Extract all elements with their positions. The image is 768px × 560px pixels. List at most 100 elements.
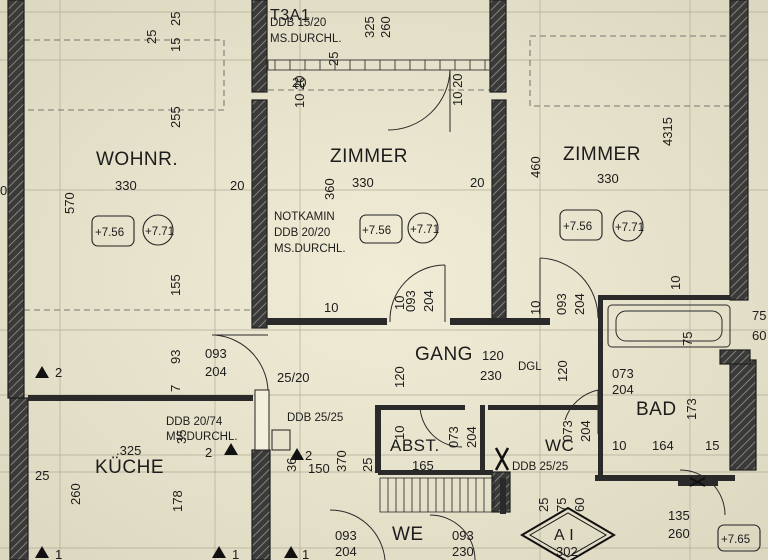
dim-h570: 570	[62, 192, 77, 214]
chimney-top-line1: DDB 15/20	[270, 17, 326, 29]
dim-bad-173: 173	[684, 398, 699, 420]
dim-2b: 2	[205, 445, 212, 460]
dim-top25: 25	[168, 12, 183, 26]
chimney-kitchen-line1: DDB 20/74	[166, 416, 223, 428]
dim-t7: 7	[168, 385, 183, 392]
ai-diamond	[520, 506, 616, 560]
dim-10c2: 10	[668, 276, 683, 290]
dim-door-093-c: 093	[554, 293, 569, 315]
dim-1a: 1	[55, 547, 62, 560]
dim-h155: 155	[168, 274, 183, 296]
dim-bad-164: 164	[652, 438, 674, 453]
chimney-boxes	[254, 389, 706, 487]
room-label-kueche: KÜCHE	[95, 457, 164, 478]
dim-b25: 25	[360, 458, 375, 472]
dim-1b: 1	[232, 547, 239, 560]
dim-gang-120b: 120	[392, 366, 407, 388]
chimney-labels: DDB 15/20 MS.DURCHL. NOTKAMIN DDB 20/20 …	[166, 17, 568, 473]
dim-we-093: 093	[335, 528, 357, 543]
dim-door-204-a: 204	[205, 364, 227, 379]
room-label-wohnr: WOHNR.	[96, 149, 178, 170]
room-label-t3a: T3A1	[270, 7, 310, 24]
dim-gang-120c: 120	[555, 360, 570, 382]
level-zimmer2-b: +7.71	[615, 222, 644, 234]
dim-25-20: 25/20	[277, 370, 310, 385]
dim-zimmer1-width: 330	[352, 175, 374, 190]
dim-wall20-a: 20	[230, 178, 244, 193]
dim-bad-204: 204	[612, 382, 634, 397]
vertical-dimensions: 570 255 155 93 25 15 325 260 25 10 20 10…	[62, 12, 766, 512]
dim-bad-60: 60	[752, 328, 766, 343]
dim-top25b: 25	[326, 52, 341, 66]
dim-wall20-b: 20	[470, 175, 484, 190]
dim-top260: 260	[378, 16, 393, 38]
dim-10a: 10	[612, 438, 626, 453]
dim-wohnr-width: 330	[115, 178, 137, 193]
dim-h255: 255	[168, 106, 183, 128]
dim-t35: 35	[174, 430, 189, 444]
level-badges	[91, 209, 761, 552]
dgl-label: DGL	[518, 361, 542, 373]
dim-ai-302: 302	[556, 544, 578, 559]
dim-bad-15: 15	[705, 438, 719, 453]
dim-d20: 20	[292, 75, 306, 90]
room-label-wc: WC	[545, 436, 574, 455]
dim-kueche-325: .325	[116, 443, 141, 458]
dim-150: 150	[308, 461, 330, 476]
dim-door-093-a: 093	[205, 346, 227, 361]
dim-gang-120a: 120	[482, 348, 504, 363]
chimney-top-line2: MS.DURCHL.	[270, 33, 342, 45]
dim-ab-204: 204	[464, 426, 479, 448]
dim-k178: 178	[170, 490, 185, 512]
room-labels: WOHNR. ZIMMER ZIMMER GANG KÜCHE BAD ABST…	[95, 7, 677, 545]
dim-2a: 2	[55, 365, 62, 380]
dim-zimmer2-width: 330	[597, 171, 619, 186]
dim-1c: 1	[302, 547, 309, 560]
chimney-ddb2525-b: DDB 25/25	[512, 461, 568, 473]
dim-gang-230: 230	[480, 368, 502, 383]
hatch-cells	[267, 59, 495, 513]
room-label-gang: GANG	[415, 344, 473, 365]
room-label-bad: BAD	[636, 399, 677, 420]
level-wohnr-b: +7.71	[145, 226, 174, 238]
dim-h431: 4315	[660, 117, 675, 146]
dim-bad-75b: 75	[752, 308, 766, 323]
level-triangles	[35, 366, 304, 558]
chimney-ddb2525-a: DDB 25/25	[287, 412, 343, 424]
dim-wc-60: 60	[572, 498, 587, 512]
level-wohnr-a: +7.56	[95, 227, 124, 239]
level-zimmer1-a: +7.56	[362, 225, 391, 237]
dim-d1020a: 10 20	[292, 75, 307, 108]
dim-h460: 460	[528, 156, 543, 178]
dim-top15: 15	[168, 38, 183, 52]
dim-we-093b: 093	[452, 528, 474, 543]
dim-10c: 10	[324, 300, 338, 315]
dim-ab-073: 073	[446, 426, 461, 448]
dimension-labels: 330 330 330 20 20 230 120 25/20 093 204 …	[0, 75, 719, 560]
dim-135: 135	[668, 508, 690, 523]
dim-260b: 260	[668, 526, 690, 541]
dim-k260: 260	[68, 483, 83, 505]
dim-t36: 36	[284, 458, 299, 472]
dim-t10a: 10	[392, 296, 407, 310]
dim-h93: 93	[168, 350, 183, 364]
dim-left-0: 0	[0, 183, 7, 198]
room-label-zimmer-2: ZIMMER	[563, 144, 641, 165]
dim-bad-073: 073	[612, 366, 634, 381]
level-values: +7.56 +7.71 +7.56 +7.71 +7.56 +7.71 +7.6…	[95, 221, 750, 546]
room-label-abst: ABST.	[390, 436, 440, 455]
notkamin-line2: DDB 20/20	[274, 227, 330, 239]
dim-top325: 325	[362, 16, 377, 38]
dim-165: 165	[412, 458, 434, 473]
dim-wc-75: 75	[554, 498, 569, 512]
level-bottom-right: +7.65	[721, 534, 750, 546]
chimney-kitchen-line2: MS.DURCHL.	[166, 431, 238, 443]
dim-door-204-c: 204	[572, 293, 587, 315]
bathtub	[607, 304, 731, 348]
dim-h360: 360	[322, 178, 337, 200]
dim-10b: 10	[528, 301, 543, 315]
dim-bad-75: 75	[680, 332, 695, 346]
dim-wc-073: 073	[560, 420, 575, 442]
